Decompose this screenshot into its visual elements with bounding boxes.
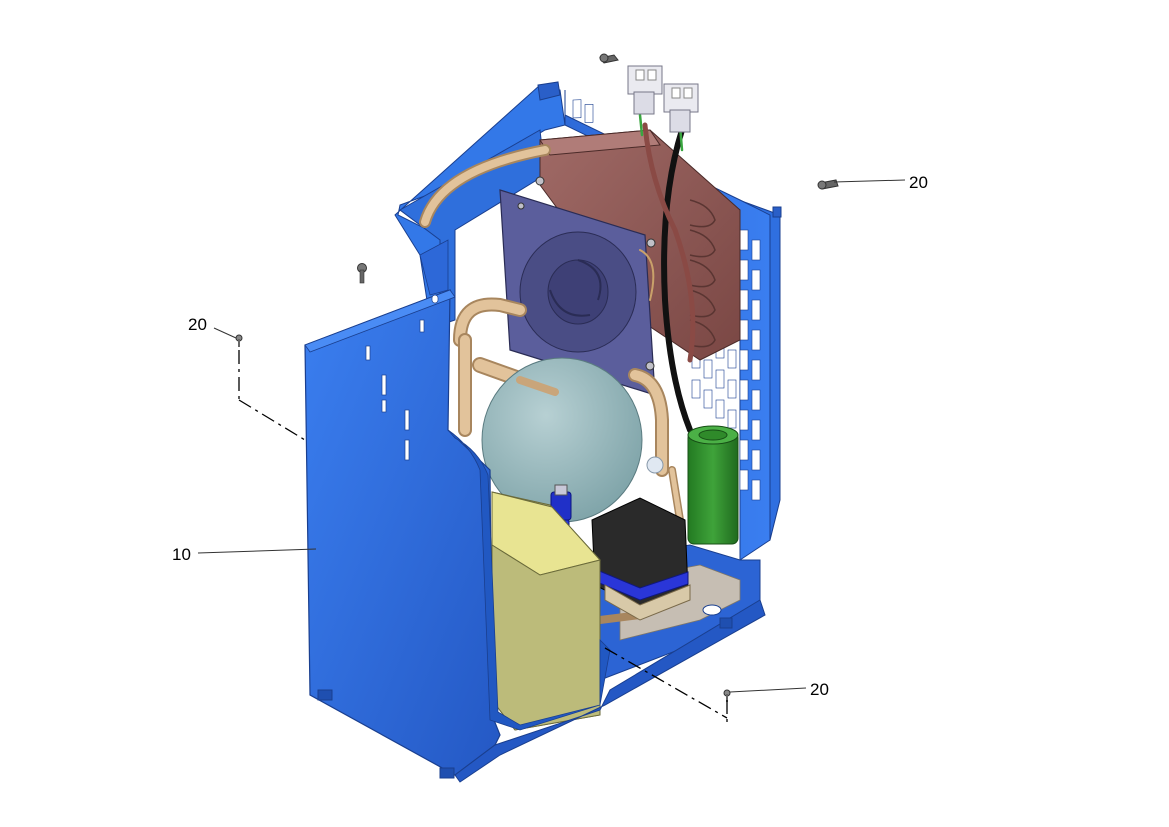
callout-label-screw-bottom-right: 20: [810, 680, 829, 699]
callout-label-screw-left: 20: [188, 315, 207, 334]
callout-label-housing: 10: [172, 545, 191, 564]
callout-label-screw-top-right: 20: [909, 173, 928, 192]
assembly-path-lines: [238, 350, 728, 722]
screw-fastener-left: [235, 334, 243, 347]
connector-right: [663, 83, 699, 133]
front-housing: [304, 239, 766, 783]
screw-fastener-right: [817, 179, 839, 190]
compressor: [481, 357, 664, 523]
callout-leaders: [197, 179, 906, 693]
cooling-fan: [499, 176, 656, 396]
screw-fastener-bottom: [723, 689, 731, 702]
wiring: [638, 113, 696, 433]
connector-left: [627, 65, 663, 115]
control-box: [491, 491, 601, 731]
capacitor: [687, 425, 739, 545]
screw-fastener-center: [357, 263, 367, 284]
starter-relay: [591, 497, 691, 621]
screw-fastener-top: [599, 53, 619, 64]
electrical-connectors: [627, 65, 699, 133]
